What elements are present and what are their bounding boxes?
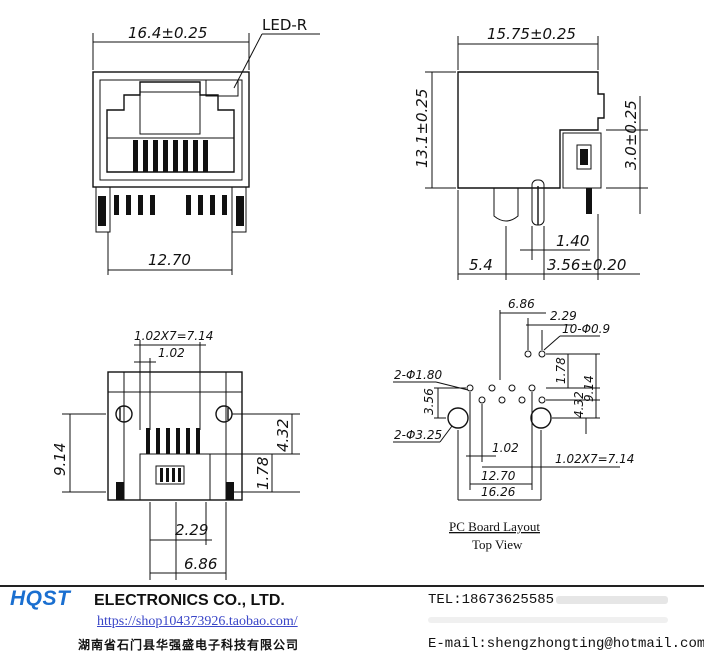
technical-drawing: 16.4±0.25 LED-R 12.70 15.75±0.25 13.1±0.… [51, 16, 648, 580]
bottom-width-dim: 6.86 [184, 555, 217, 573]
led-r-label: LED-R [262, 16, 307, 34]
pcb-dim-356: 3.56 [422, 388, 436, 415]
pcb-holes [447, 350, 552, 429]
bottom-peg-left [115, 405, 133, 423]
bottom-pitch-single-dim: 1.02 [158, 346, 185, 360]
front-pin-span-dim: 12.70 [148, 251, 191, 269]
brand-logo: HQST [10, 587, 71, 610]
contact-fingers [133, 140, 208, 172]
pcb-led-span-dim: 6.86 [508, 297, 535, 311]
company-address: 湖南省石门县华强盛电子科技有限公司 [78, 638, 300, 652]
side-body [457, 71, 605, 189]
pcb-subtitle: Top View [472, 537, 523, 552]
front-width-dim: 16.4±0.25 [128, 24, 207, 42]
footer-divider [0, 585, 704, 587]
bottom-height-dim: 9.14 [51, 443, 69, 476]
bottom-row-dim: 4.32 [274, 419, 292, 452]
pcb-hole-spec: 10-Φ0.9 [562, 322, 610, 336]
pcb-layout: 6.86 2.29 10-Φ0.9 2-Φ1.80 2-Φ3.25 3.56 1… [393, 297, 634, 552]
pcb-dim-432: 4.32 [572, 391, 586, 418]
pcb-mount-hole-left [447, 407, 469, 429]
jack-cavity [106, 81, 235, 173]
front-body [92, 71, 250, 188]
bottom-pins [146, 428, 200, 454]
pcb-dim-914: 9.14 [582, 375, 596, 402]
bottom-pin-dim: 2.29 [175, 521, 208, 539]
bottom-contacts [160, 468, 181, 482]
bottom-pitch-dim: 1.02X7=7.14 [134, 329, 213, 343]
telephone: TEL:18673625585 [428, 592, 555, 608]
pcb-dim-pitch: 1.02X7=7.14 [555, 452, 634, 466]
side-height-dim: 13.1±0.25 [413, 89, 431, 168]
pcb-mount-hole-right [530, 407, 552, 429]
side-view: 15.75±0.25 13.1±0.25 3.0±0.25 1.40 5.4 3… [413, 25, 648, 280]
side-led [576, 144, 592, 170]
faded-text-line [428, 617, 668, 623]
side-peg [493, 188, 519, 222]
front-pins [114, 195, 227, 215]
bottom-peg-right [215, 405, 233, 423]
bottom-view: 1.02X7=7.14 1.02 9.14 4.32 1.78 2.29 6.8… [51, 329, 300, 580]
pcb-dim-178: 1.78 [554, 357, 568, 384]
pcb-mount-small-label: 2-Φ1.80 [394, 368, 442, 382]
side-pin-dim: 1.40 [556, 232, 589, 250]
pcb-dim-102: 1.02 [492, 441, 519, 455]
pcb-led-pitch-dim: 2.29 [550, 309, 577, 323]
shop-link[interactable]: https://shop104373926.taobao.com/ [97, 614, 298, 629]
side-depth-dim: 15.75±0.25 [487, 25, 576, 43]
pcb-dim-1270: 12.70 [481, 469, 516, 483]
email: E-mail:shengzhongting@hotmail.com [428, 636, 704, 652]
led-r-window [205, 79, 239, 97]
bottom-offset-dim: 1.78 [254, 457, 272, 490]
pcb-title: PC Board Layout [449, 519, 540, 534]
side-led-height-dim: 3.0±0.25 [622, 100, 640, 170]
company-name: ELECTRONICS CO., LTD. [94, 592, 285, 609]
front-view: 16.4±0.25 LED-R 12.70 [92, 16, 320, 275]
faded-text-block [556, 596, 668, 604]
pcb-mount-large-label: 2-Φ3.25 [394, 428, 442, 442]
side-pin-offset-dim: 3.56±0.20 [547, 256, 626, 274]
pcb-dim-1626: 16.26 [481, 485, 516, 499]
side-offset-dim: 5.4 [469, 256, 493, 274]
